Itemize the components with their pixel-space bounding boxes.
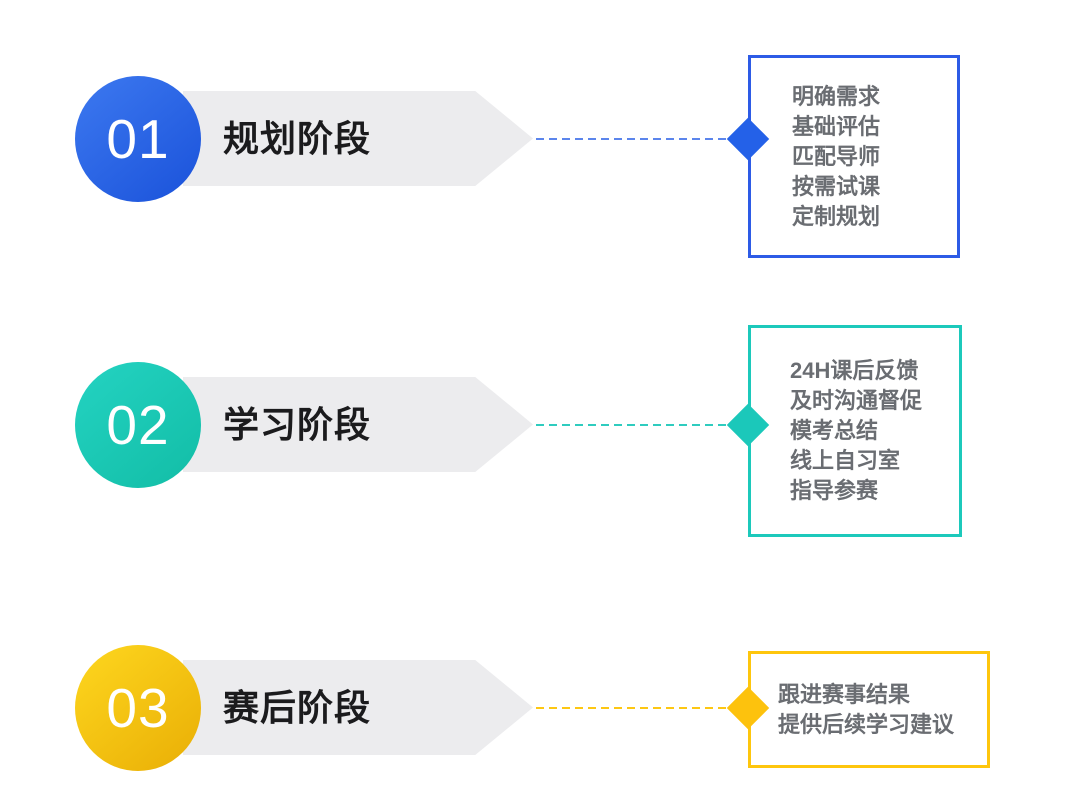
stage-detail-item: 24H课后反馈 <box>790 358 919 383</box>
stage-banner-arrow <box>183 377 533 472</box>
stage-banner-arrow <box>183 660 533 755</box>
stage-details-box: 跟进赛事结果提供后续学习建议 <box>748 651 990 768</box>
stage-banner-arrow <box>183 91 533 186</box>
stage-detail-item: 指导参赛 <box>790 478 879 503</box>
stage-number: 03 <box>106 676 170 739</box>
stage-detail-item: 及时沟通督促 <box>790 388 923 413</box>
connector-dashed-line <box>536 137 748 140</box>
stage-detail-item: 定制规划 <box>792 203 881 229</box>
stage-number: 02 <box>106 393 170 456</box>
stage-number-badge: 01 <box>75 75 201 202</box>
stage-number-badge: 02 <box>75 361 201 488</box>
stage-detail-item: 基础评估 <box>792 113 881 139</box>
stage-detail-item: 提供后续学习建议 <box>778 711 955 737</box>
stage-title: 规划阶段 <box>223 118 372 159</box>
stage-detail-item: 线上自习室 <box>790 448 901 473</box>
stage-detail-item: 明确需求 <box>792 83 881 109</box>
connector-dashed-line <box>536 423 748 426</box>
stage-detail-item: 匹配导师 <box>792 143 881 169</box>
stage-detail-item: 跟进赛事结果 <box>778 681 911 707</box>
stage-details-box: 24H课后反馈及时沟通督促模考总结线上自习室指导参赛 <box>748 325 962 537</box>
stage-title: 学习阶段 <box>223 404 372 445</box>
stage-details-list: 24H课后反馈及时沟通督促模考总结线上自习室指导参赛 <box>790 356 959 506</box>
connector-dashed-line <box>536 706 748 709</box>
stage-title: 赛后阶段 <box>223 687 372 728</box>
stage-details-list: 明确需求基础评估匹配导师按需试课定制规划 <box>792 82 957 232</box>
stage-detail-item: 按需试课 <box>792 173 881 199</box>
stage-details-list: 跟进赛事结果提供后续学习建议 <box>778 680 987 740</box>
stage-detail-item: 模考总结 <box>790 418 879 443</box>
stage-details-box: 明确需求基础评估匹配导师按需试课定制规划 <box>748 55 960 258</box>
stage-number: 01 <box>106 107 170 170</box>
stage-number-badge: 03 <box>75 644 201 771</box>
